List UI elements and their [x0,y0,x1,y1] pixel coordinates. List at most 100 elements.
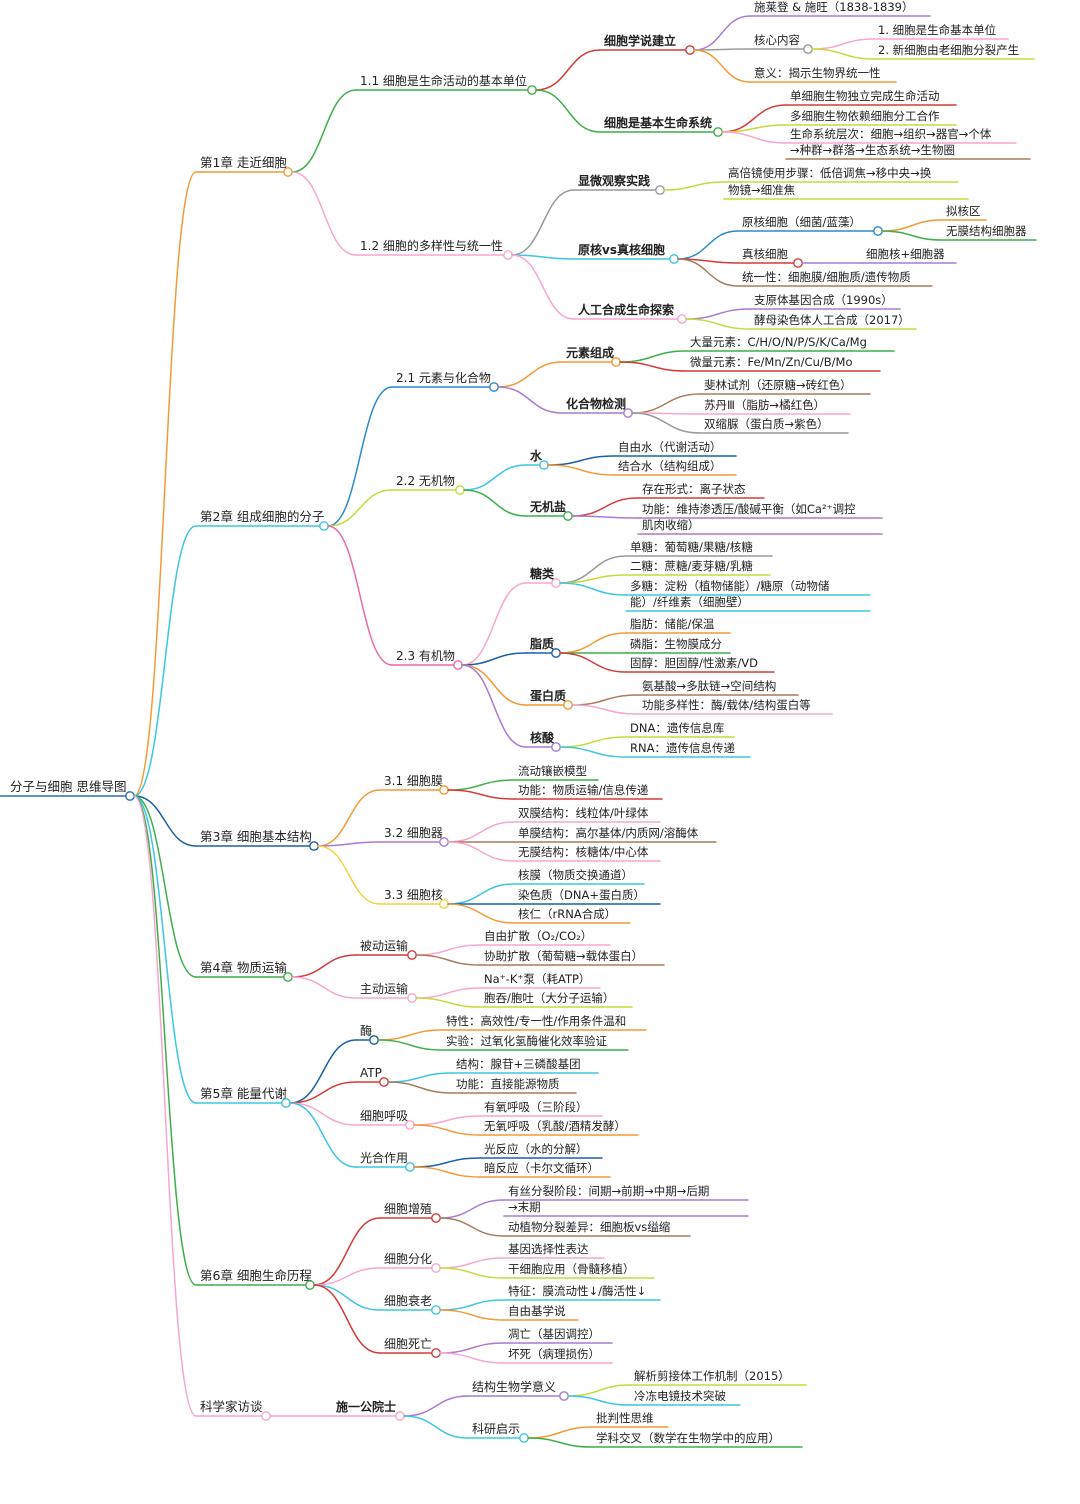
chapter-6-knob[interactable] [305,1280,315,1290]
topic-synthetic-life-edge [511,254,575,320]
chapter-7-knob[interactable] [261,1411,271,1421]
chapter-4: 第4章 物质运输 [200,960,287,975]
section-6-2: 细胞分化 [384,1252,432,1266]
microscope-leaf-0-edge [663,181,725,191]
structBio-leaf-1-edge [567,1395,631,1406]
section-2-2-knob[interactable] [455,485,465,495]
section-interview-knob[interactable] [395,1411,405,1421]
section-2-1-knob[interactable] [489,382,499,392]
section-5-3-knob[interactable] [405,1120,415,1130]
section-5-1-knob[interactable] [369,1035,379,1045]
section-6-3-knob[interactable] [431,1305,441,1315]
topic-life-system-knob[interactable] [713,127,723,137]
nucleic-leaf-1-edge [559,746,627,758]
aging-leaf-1-edge [439,1309,505,1321]
nucleus-leaf-0: 核膜（物质交换通道） [518,868,633,882]
section-6-4-knob[interactable] [431,1348,441,1358]
aging-leaf-0-edge [439,1299,505,1311]
topic-research-inspiration: 科研启示 [472,1422,520,1436]
chapter-4-knob[interactable] [283,972,293,982]
section-6-4-edge [313,1284,381,1354]
proEu-leaf-0-knob[interactable] [873,226,883,236]
section-5-2-edge [289,1081,357,1104]
chapter-2-knob[interactable] [319,521,329,531]
water-leaf-0: 自由水（代谢活动） [618,440,722,454]
topic-inorganic-salts-edge [463,489,527,517]
coreContent-leaf-1: 2. 新细胞由老细胞分裂产生 [878,43,1019,57]
section-2-1: 2.1 元素与化合物 [396,370,491,385]
topic-water-knob[interactable] [539,460,549,470]
topic-microscope-knob[interactable] [655,185,665,195]
enzyme-leaf-0-edge [377,1029,443,1041]
synthetic-leaf-1: 酵母染色体人工合成（2017） [754,313,910,327]
active-leaf-1: 胞吞/胞吐（大分子运输） [484,991,614,1005]
topic-proteins-edge [461,664,527,706]
section-5-2-knob[interactable] [379,1077,389,1087]
topic-microscope: 显微观察实践 [578,173,650,188]
chapter-5-knob[interactable] [281,1098,291,1108]
section-3-3-edge [317,845,381,905]
enzyme-leaf-0: 特性：高效性/专一性/作用条件温和 [446,1014,626,1028]
nucleus-leaf-1: 染色质（DNA+蛋白质） [518,888,645,902]
section-2-3-knob[interactable] [453,660,463,670]
topic-inorganic-salts-knob[interactable] [563,511,573,521]
section-1-2-knob[interactable] [503,250,513,260]
enzyme-leaf-1: 实验：过氧化氢酶催化效率验证 [446,1034,607,1048]
chapter-3-knob[interactable] [309,841,319,851]
section-1-1-knob[interactable] [527,85,537,95]
proteins-leaf-1-edge [571,704,639,715]
section-5-1-edge [289,1039,357,1104]
proEu-leaf-1-knob[interactable] [793,258,803,268]
section-3-2-knob[interactable] [439,837,449,847]
active-leaf-0: Na⁺-K⁺泵（耗ATP） [484,972,590,986]
section-6-2-knob[interactable] [431,1263,441,1273]
chapter-1-knob[interactable] [283,167,293,177]
lipids-leaf-0-edge [559,632,627,654]
topic-proteins-knob[interactable] [563,700,573,710]
section-3-3-knob[interactable] [439,899,449,909]
proliferation-leaf-0: 有丝分裂阶段：间期→前期→中期→后期 [508,1184,709,1198]
lipids-leaf-0: 脂肪：储能/保温 [630,617,715,631]
differentiation-leaf-0-edge [439,1257,505,1269]
root-knob[interactable] [125,791,135,801]
section-5-3: 细胞呼吸 [360,1109,408,1123]
section-5-4-knob[interactable] [405,1162,415,1172]
structBio-leaf-0: 解析剪接体工作机制（2015） [634,1369,790,1383]
coreContent-leaf-1-edge [811,48,875,60]
section-6-3: 细胞衰老 [384,1293,432,1308]
water-leaf-1-edge [547,464,615,476]
section-4-2-knob[interactable] [407,993,417,1003]
topic-structural-biology-knob[interactable] [559,1391,569,1401]
section-6-1-knob[interactable] [431,1213,441,1223]
section-4-1-knob[interactable] [407,950,417,960]
cellTheory-leaf-1-knob[interactable] [803,44,813,54]
inspiration-leaf-0-edge [527,1426,593,1439]
inspiration-leaf-1: 学科交叉（数学在生物学中的应用） [596,1431,780,1445]
topic-lipids-knob[interactable] [551,648,561,658]
topic-sugars-knob[interactable] [551,578,561,588]
synthetic-leaf-0: 支原体基因合成（1990s） [754,293,893,307]
detection-leaf-0-edge [631,393,701,414]
sugars-leaf-1: 二糖：蔗糖/麦芽糖/乳糖 [630,559,753,573]
topic-synthetic-life-knob[interactable] [677,314,687,324]
differentiation-leaf-1-edge [439,1267,505,1279]
chapter-7-edge [133,795,197,1417]
topic-cell-theory-knob[interactable] [685,45,695,55]
proEu-leaf-0: 原核细胞（细菌/蓝藻） [742,215,861,229]
section-3-1-knob[interactable] [439,785,449,795]
section-4-2-edge [291,976,357,999]
proEu-leaf-2-edge [677,258,739,287]
synthetic-leaf-1-edge [685,318,751,330]
topic-nucleic-acids-knob[interactable] [551,742,561,752]
section-1-1: 1.1 细胞是生命活动的基本单位 [360,73,527,88]
membrane-leaf-1-edge [447,789,515,800]
topic-elements-knob[interactable] [611,357,621,367]
synthetic-leaf-0-edge [685,308,751,320]
topic-pro-vs-eu-knob[interactable] [669,254,679,264]
topic-detection-knob[interactable] [623,408,633,418]
elements-leaf-0: 大量元素：C/H/O/N/P/S/K/Ca/Mg [690,335,867,349]
proEu-leaf-0-edge [677,230,739,260]
proliferation-leaf-1: →末期 [508,1200,541,1214]
section-3-2: 3.2 细胞器 [384,826,443,840]
topic-research-inspiration-knob[interactable] [519,1433,529,1443]
